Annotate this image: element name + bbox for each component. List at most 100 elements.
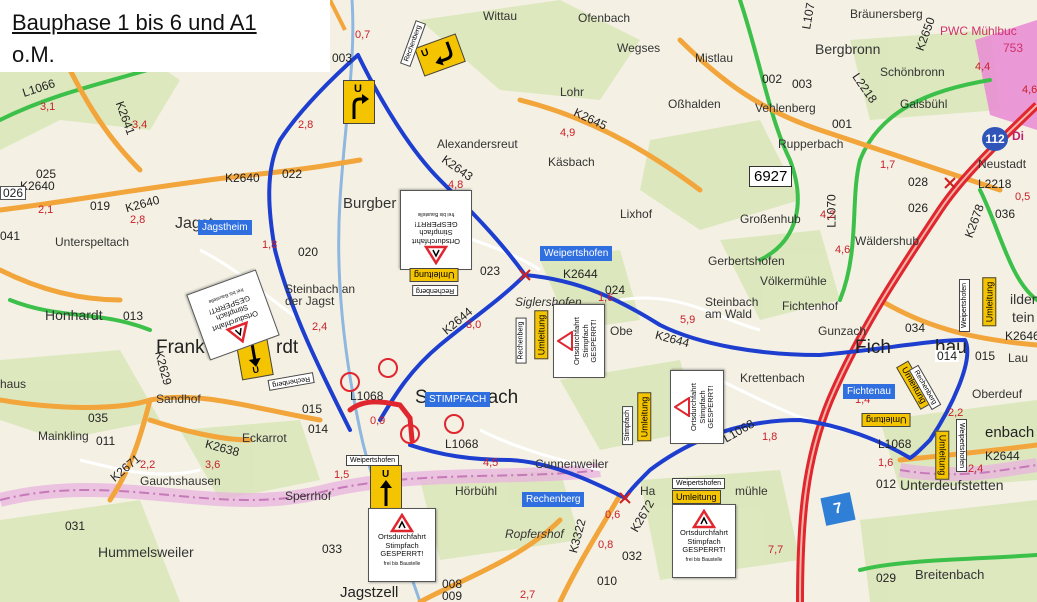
distance-label: 1,6 — [878, 457, 894, 469]
place-label: Mainkling — [38, 429, 89, 443]
direction-tag: Weipertshofen — [959, 278, 971, 333]
distance-label: 2,2 — [140, 459, 156, 471]
road-closed-sign: Ortsdurchfahrt Stimpfach GESPERRT! frei … — [186, 269, 280, 361]
distance-label: 1,4 — [855, 394, 871, 406]
turn-left-arrow-icon — [435, 41, 453, 66]
distance-label: 2,4 — [312, 321, 328, 333]
place-label: tein — [1012, 309, 1035, 325]
junction-code: 033 — [322, 542, 343, 556]
place-label: Gaisbühl — [900, 97, 948, 111]
detour-symbol: U — [354, 83, 362, 95]
road-label: L1068 — [445, 437, 479, 451]
junction-code: 028 — [908, 175, 929, 189]
roadworks-icon — [390, 513, 414, 533]
place-label: Steinbach am Wald — [705, 295, 759, 321]
junction-code: 010 — [597, 574, 618, 588]
place-label: enbach — [985, 424, 1035, 441]
roadworks-icon — [424, 245, 448, 265]
place-label: Eckarrot — [242, 431, 287, 445]
junction-code: 023 — [480, 264, 501, 278]
distance-label: 2,4 — [968, 463, 984, 475]
place-label: Honhardt — [45, 307, 103, 323]
road-label: L1068 — [350, 389, 384, 403]
junction-code: 008 — [442, 577, 463, 591]
map-title: Bauphase 1 bis 6 und A1 — [12, 10, 257, 35]
map-subtitle: o.M. — [12, 42, 55, 67]
turn-right-arrow-icon — [352, 94, 369, 119]
distance-label: 5,9 — [680, 314, 696, 326]
junction-code: 034 — [905, 321, 926, 335]
title-box: Bauphase 1 bis 6 und A1 o.M. — [0, 0, 330, 72]
distance-label: 0,8 — [598, 539, 614, 551]
place-label: Lau — [1008, 351, 1029, 365]
direction-tag: Stimpfach — [622, 405, 634, 446]
distance-label: 0,9 — [370, 415, 386, 427]
location-tag-fichtenau: Fichtenau — [843, 384, 895, 399]
distance-label: 2,2 — [948, 407, 964, 419]
place-label: Wittau — [483, 9, 518, 23]
place-label: Bergbronn — [815, 41, 881, 57]
direction-tag: Weipertshofen — [672, 478, 726, 489]
junction-code: 024 — [605, 283, 626, 297]
place-label: haus — [0, 377, 27, 391]
junction-code: 029 — [876, 571, 897, 585]
place-label: Sandhof — [156, 392, 201, 406]
junction-code: 031 — [65, 519, 86, 533]
place-label: Jagstzell — [340, 584, 399, 601]
distance-label: 4,4 — [975, 61, 991, 73]
place-label: Ha — [640, 484, 656, 498]
junction-code: 036 — [995, 207, 1016, 221]
place-label: Schönbronn — [880, 65, 945, 79]
up-arrow-icon — [380, 480, 392, 506]
distance-label: 2,1 — [38, 204, 54, 216]
place-label: Fichtenhof — [782, 299, 839, 313]
direction-tag: Rechenberg — [515, 317, 527, 364]
distance-label: 1,6 — [598, 292, 614, 304]
junction-code: 003 — [332, 51, 353, 65]
road-closed-sign: Ortsdurchfahrt Stimpfach GESPERRT! frei … — [672, 504, 736, 578]
place-label: Vehlenberg — [755, 101, 816, 115]
junction-code: 014 — [935, 349, 960, 363]
place-label: Burgber — [343, 195, 397, 212]
place-label: Hummelsweiler — [98, 544, 194, 560]
umleitung-tag: Umleitung — [982, 277, 997, 327]
distance-label: 1,5 — [334, 469, 350, 481]
distance-label: 2,8 — [130, 214, 146, 226]
distance-label: 0,5 — [1015, 191, 1031, 203]
closure-text: Ortsdurchfahrt Stimpfach GESPERRT! — [378, 532, 426, 559]
distance-label: 1,7 — [880, 159, 896, 171]
junction-code: 022 — [282, 167, 303, 181]
construction-marker — [378, 358, 398, 378]
junction-code: 026 — [908, 201, 929, 215]
place-label: Breitenbach — [915, 567, 985, 582]
roadworks-icon — [557, 331, 573, 351]
detour-sign: U — [414, 33, 466, 77]
place-label: Lixhof — [620, 207, 653, 221]
junction-code: 015 — [975, 349, 996, 363]
place-label: Oßhalden — [668, 97, 721, 111]
umleitung-tag: Umleitung — [637, 392, 652, 442]
construction-marker — [340, 372, 360, 392]
junction-code: 032 — [622, 549, 643, 563]
road-closed-sign: Ortsdurchfahrt Stimpfach GESPERRT! — [670, 370, 724, 444]
junction-code: 020 — [298, 245, 319, 259]
place-label: Neustadt — [978, 157, 1027, 171]
road-label: K2640 — [225, 171, 260, 185]
umleitung-tag: Umleitung — [672, 490, 721, 504]
detour-sign: U — [343, 80, 375, 124]
road-closed-sign: Ortsdurchfahrt Stimpfach GESPERRT! — [553, 304, 605, 378]
distance-label: 4,8 — [448, 179, 464, 191]
place-label: Gauchshausen — [140, 474, 221, 488]
federal-road-112-badge: 112 — [982, 127, 1008, 151]
place-label: ilden- — [1010, 291, 1037, 307]
road-label: K2646 — [1005, 329, 1037, 343]
distance-label: 3,1 — [40, 101, 56, 113]
place-label: Mistlau — [695, 51, 734, 65]
closure-small-text: frei bis Baustelle — [383, 560, 421, 567]
location-tag-jagstheim: Jagstheim — [198, 220, 252, 235]
junction-code: 001 — [832, 117, 853, 131]
distance-label: 1,8 — [762, 431, 778, 443]
road-label: K2640 — [20, 179, 55, 193]
place-label: Bräunersberg — [850, 7, 923, 21]
